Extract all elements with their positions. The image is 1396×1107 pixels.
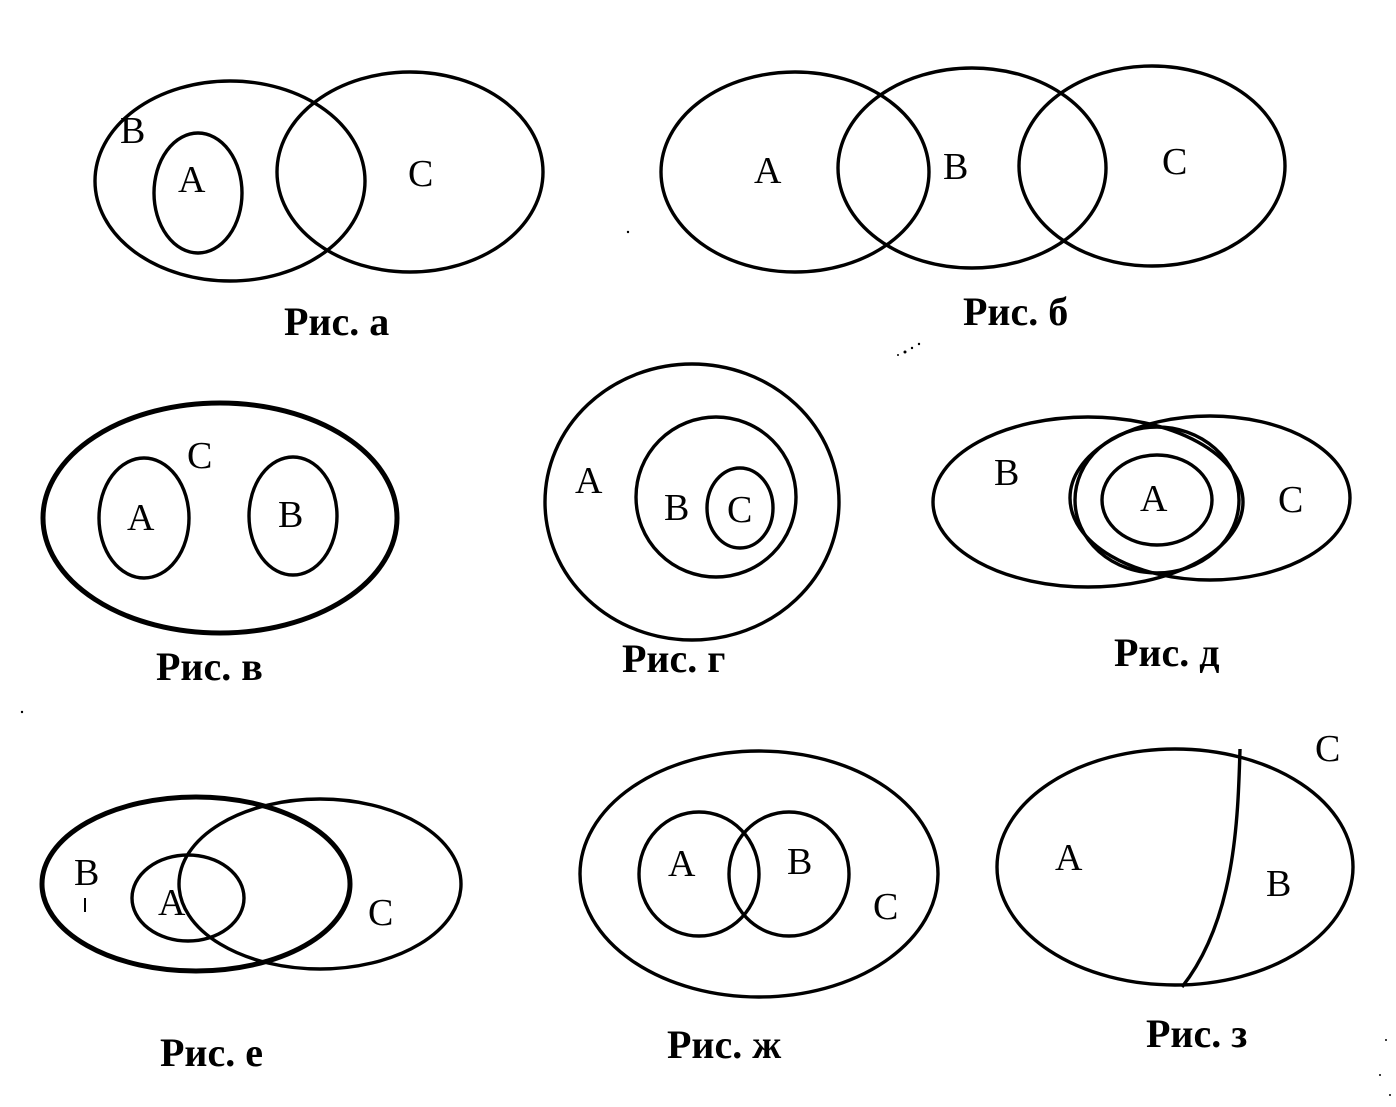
caption-v: Рис. в — [156, 644, 263, 689]
caption-a: Рис. а — [284, 299, 389, 344]
set-a-ellipse — [97, 456, 191, 580]
caption-zh: Рис. ж — [667, 1022, 781, 1067]
set-b-ellipse — [39, 794, 353, 974]
set-b-ellipse — [247, 455, 339, 577]
set-c-ellipse — [705, 466, 775, 550]
label-a: A — [127, 497, 155, 539]
set-a-outer-ellipse — [1073, 425, 1241, 575]
label-b: B — [1266, 863, 1291, 905]
set-a-ellipse — [637, 810, 761, 938]
set-c-ellipse — [995, 747, 1355, 987]
label-b: B — [74, 852, 99, 894]
caption-d: Рис. д — [1114, 630, 1219, 675]
set-c-ellipse — [177, 797, 463, 971]
set-b-ellipse — [727, 810, 851, 938]
label-c: C — [873, 886, 898, 928]
label-c: C — [408, 153, 433, 195]
label-c: C — [1278, 479, 1303, 521]
set-b-ellipse — [931, 415, 1245, 589]
label-b: B — [994, 452, 1019, 494]
caption-g: Рис. г — [622, 636, 725, 681]
set-a-inner-ellipse — [1100, 453, 1214, 547]
label-b: B — [120, 110, 145, 152]
label-a: A — [1140, 478, 1168, 520]
label-a: A — [1055, 837, 1083, 879]
set-a-ellipse — [152, 131, 244, 255]
label-b: B — [278, 494, 303, 536]
label-a: A — [754, 150, 782, 192]
label-b: B — [787, 841, 812, 883]
figure-a: B A C Рис. а — [93, 70, 545, 344]
caption-z: Рис. з — [1146, 1011, 1247, 1056]
partition-curve — [1180, 748, 1242, 989]
caption-e: Рис. е — [160, 1030, 263, 1075]
set-b-ellipse — [634, 415, 798, 579]
label-b: B — [664, 487, 689, 529]
set-c-ellipse — [1017, 64, 1287, 268]
figure-zh: A B C Рис. ж — [578, 749, 940, 1067]
label-c: C — [368, 892, 393, 934]
set-c-ellipse — [40, 400, 400, 636]
caption-b: Рис. б — [963, 289, 1068, 334]
scan-noise — [20, 230, 1391, 1096]
set-a-ellipse — [659, 70, 931, 274]
set-c-ellipse — [1068, 414, 1352, 582]
figure-v: C A B Рис. в — [40, 400, 400, 689]
label-a: A — [178, 159, 206, 201]
figure-z: C A B Рис. з — [995, 728, 1355, 1056]
label-a: A — [668, 843, 696, 885]
figure-e: B A C Рис. е — [39, 794, 463, 1075]
figure-d: B A C Рис. д — [931, 414, 1352, 675]
label-a: A — [158, 882, 186, 924]
label-c: C — [1162, 141, 1187, 183]
set-c-ellipse — [578, 749, 940, 999]
figure-g: A B C Рис. г — [543, 362, 841, 681]
label-a: A — [575, 460, 603, 502]
set-a-ellipse — [543, 362, 841, 642]
label-b: B — [943, 146, 968, 188]
set-b-ellipse — [93, 79, 367, 283]
label-c: C — [727, 489, 752, 531]
set-a-ellipse — [130, 853, 246, 943]
set-c-ellipse — [275, 70, 545, 274]
label-c: C — [1315, 728, 1340, 770]
label-c: C — [187, 435, 212, 477]
set-b-ellipse — [836, 66, 1108, 270]
figure-b: A B C Рис. б — [659, 64, 1287, 334]
